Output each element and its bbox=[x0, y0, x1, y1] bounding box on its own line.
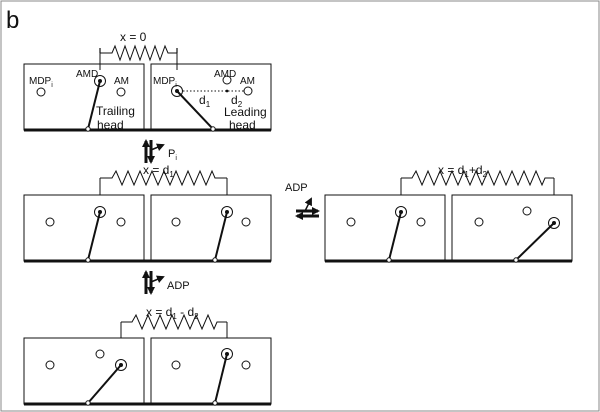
state-bottom: x = d1 - d2 bbox=[23, 305, 272, 406]
adp-release-arrows-vertical bbox=[142, 270, 165, 295]
svg-text:MDPi: MDPi bbox=[29, 76, 53, 89]
am-site-circle bbox=[116, 87, 126, 97]
trailing-head-lever bbox=[388, 211, 402, 261]
state-middle: x = d1 bbox=[23, 163, 272, 263]
mdp-label-right-sub: i bbox=[175, 82, 177, 89]
mdp-label-right: MDP bbox=[153, 76, 176, 87]
spring-top bbox=[99, 44, 178, 70]
myosin-box-trailing bbox=[23, 194, 145, 262]
spring-label-bottom-mid: - d bbox=[177, 305, 194, 319]
svg-text:x = d1: x = d1 bbox=[143, 163, 174, 179]
panel-letter: b bbox=[6, 7, 19, 34]
spring-right bbox=[400, 169, 555, 195]
trailing-head-label-1: Trailing bbox=[96, 104, 135, 118]
spring-label-middle: x = d bbox=[143, 163, 169, 177]
amd-site-circle-right bbox=[222, 75, 232, 85]
myosin-box-leading bbox=[150, 194, 272, 262]
d1-label-sub: 1 bbox=[206, 100, 211, 109]
myosin-box-leading bbox=[150, 337, 272, 405]
trailing-head-lever bbox=[87, 211, 101, 261]
trailing-head-lever bbox=[87, 364, 122, 404]
svg-text:d2: d2 bbox=[231, 93, 243, 109]
myosin-box-trailing bbox=[324, 194, 446, 262]
amd-label-right: AMD bbox=[214, 69, 236, 80]
spring-label-middle-sub: 1 bbox=[169, 170, 174, 179]
spring-label-right-sub1: 1 bbox=[464, 170, 469, 179]
spring-label-right-sub2: 2 bbox=[483, 170, 488, 179]
svg-text:MDPi: MDPi bbox=[153, 76, 177, 89]
trailing-head-lever bbox=[87, 80, 101, 130]
amd-label: AMD bbox=[76, 69, 98, 80]
spring-label-top: x = 0 bbox=[120, 30, 147, 44]
mdp-label: MDP bbox=[29, 76, 52, 87]
am-label: AM bbox=[114, 76, 129, 87]
adp-release-arrows-horizontal bbox=[295, 197, 320, 220]
svg-text:x = d1+d2: x = d1+d2 bbox=[438, 163, 488, 179]
svg-text:d1: d1 bbox=[199, 93, 211, 109]
am-site-circle-right bbox=[243, 86, 253, 96]
pi-release-arrows bbox=[142, 139, 165, 164]
mdp-label-sub: i bbox=[51, 82, 53, 89]
spring-label-right: x = d bbox=[438, 163, 464, 177]
leading-head-label-1: Leading bbox=[224, 105, 267, 119]
svg-text:Pi: Pi bbox=[168, 148, 177, 162]
spring-middle bbox=[99, 169, 228, 195]
leading-head-lever bbox=[176, 90, 214, 130]
leading-head-label-2: head bbox=[229, 118, 256, 132]
mdp-site-circle bbox=[36, 87, 46, 97]
adp-label-vertical: ADP bbox=[167, 280, 190, 292]
leading-head-lever bbox=[214, 211, 228, 261]
actin-binding-point bbox=[210, 126, 216, 132]
leading-head-lever bbox=[214, 353, 228, 404]
adp-label-horizontal: ADP bbox=[285, 182, 308, 194]
state-top: x = 0 MDPi AMD AM Trailing head MDPi AMD… bbox=[23, 30, 272, 132]
d2-label: d bbox=[231, 93, 238, 107]
trailing-head-label-2: head bbox=[97, 118, 124, 132]
d1-label: d bbox=[199, 93, 206, 107]
actin-binding-point bbox=[85, 126, 91, 132]
d2-label-sub: 2 bbox=[238, 100, 243, 109]
spring-label-right-mid: +d bbox=[469, 163, 483, 177]
am-label-right: AM bbox=[240, 76, 255, 87]
state-right: x = d1+d2 bbox=[324, 163, 573, 263]
spring-bottom bbox=[120, 313, 228, 338]
svg-text:x = d1 - d2: x = d1 - d2 bbox=[146, 305, 199, 321]
spring-label-bottom: x = d bbox=[146, 305, 172, 319]
pi-label-sub: i bbox=[175, 155, 177, 162]
spring-label-bottom-sub2: 2 bbox=[194, 312, 199, 321]
spring-label-bottom-sub1: 1 bbox=[172, 312, 177, 321]
leading-head-lever bbox=[515, 222, 555, 261]
myosin-box-trailing bbox=[23, 337, 145, 405]
pi-label: P bbox=[168, 148, 175, 160]
